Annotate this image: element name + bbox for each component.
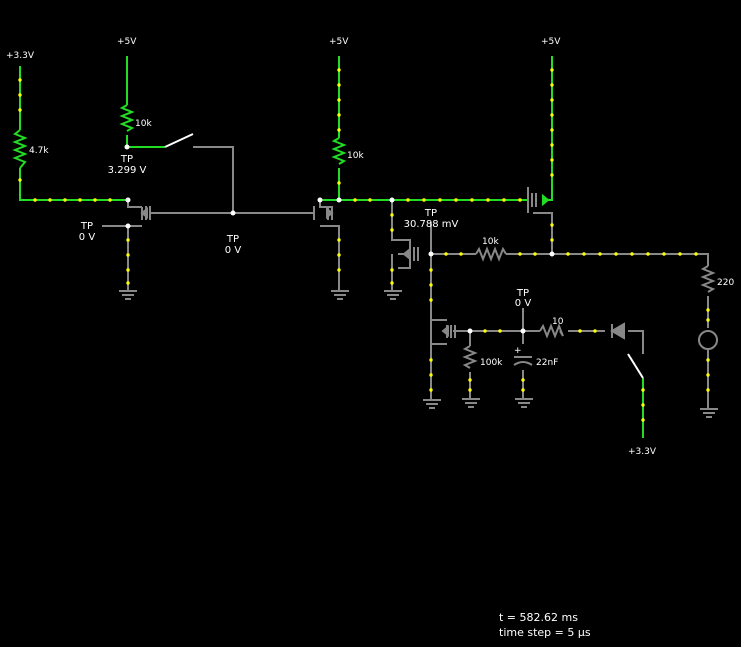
resistor-label-4k7: 4.7k — [29, 146, 49, 156]
wire-net-x — [431, 253, 709, 408]
switch-2[interactable] — [627, 353, 644, 379]
nmos-2[interactable] — [313, 206, 334, 220]
sim-time: t = 582.62 ms — [499, 611, 578, 624]
probe-2-value: 0 V — [79, 232, 96, 243]
resistor-4k7[interactable] — [12, 129, 28, 169]
wires — [19, 56, 709, 438]
ground-7-icon — [700, 408, 718, 418]
resistor-220[interactable] — [700, 265, 716, 293]
sim-timestep: time step = 5 µs — [499, 626, 591, 639]
resistor-label-220: 220 — [717, 278, 734, 288]
wire-5v-2 — [320, 56, 528, 201]
mosfets — [140, 193, 550, 338]
probe-3-name: TP — [226, 234, 239, 245]
switch-1[interactable] — [164, 133, 194, 148]
nmos-4[interactable] — [441, 324, 456, 338]
ground-3-icon — [384, 290, 402, 300]
wire-5v-1 — [126, 56, 165, 148]
resistor-label-10k-1: 10k — [135, 119, 152, 129]
supply-label-5v-1: +5V — [117, 37, 137, 47]
resistors — [12, 104, 716, 369]
wire-mosfet1-drain — [127, 200, 142, 290]
capacitor-polarity: + — [514, 346, 522, 356]
resistor-label-10k-2: 10k — [347, 151, 364, 161]
wire-grey-net — [150, 146, 314, 214]
nmos-3[interactable] — [402, 247, 419, 261]
resistor-label-10: 10 — [552, 317, 564, 327]
pmos-1[interactable] — [527, 193, 550, 207]
probe-1-name: TP — [120, 154, 133, 165]
probe-5-value: 0 V — [515, 298, 532, 309]
supply-label-5v-3: +5V — [541, 37, 561, 47]
ground-1-icon — [119, 290, 137, 300]
probe-5-name: TP — [516, 288, 529, 299]
probe-3-value: 0 V — [225, 245, 242, 256]
wire-5v-3 — [544, 56, 553, 201]
wire-out — [453, 330, 605, 398]
capacitor-label: 22nF — [536, 358, 558, 368]
probe-1-value: 3.299 V — [108, 165, 147, 176]
wire-grey-sw2 — [628, 330, 644, 354]
supply-label-33v-right: +3.3V — [628, 447, 657, 457]
ground-2-icon — [331, 290, 349, 300]
lamp[interactable] — [698, 330, 718, 350]
supply-label-5v-2: +5V — [329, 37, 349, 47]
supply-label-33v-left: +3.3V — [6, 51, 35, 61]
junctions — [124, 144, 555, 334]
nmos-1[interactable] — [140, 206, 151, 220]
wire-33v-left — [19, 66, 128, 201]
ground-4-icon — [423, 399, 441, 409]
resistor-10[interactable] — [539, 323, 564, 339]
labels: +3.3V +5V +5V +5V +3.3V 4.7k 10k 10k 10k… — [6, 37, 734, 457]
resistor-10k-3[interactable] — [475, 246, 507, 262]
resistor-label-10k-3: 10k — [482, 237, 499, 247]
diode[interactable] — [610, 322, 625, 340]
wire-mosfet3 — [391, 200, 411, 290]
resistor-10k-1[interactable] — [119, 104, 135, 132]
resistor-10k-2[interactable] — [331, 137, 347, 165]
ground-6-icon — [515, 398, 533, 408]
probe-2-name: TP — [80, 221, 93, 232]
wire-mosfet4 — [430, 254, 447, 400]
grounds — [119, 290, 718, 418]
resistor-label-100k: 100k — [480, 358, 503, 368]
probe-4-value: 30.788 mV — [404, 219, 459, 230]
ground-5-icon — [462, 398, 480, 408]
capacitor-22nF[interactable] — [513, 356, 533, 366]
resistor-100k[interactable] — [462, 345, 478, 369]
current-dots — [18, 68, 710, 422]
probe-4-name: TP — [424, 208, 437, 219]
